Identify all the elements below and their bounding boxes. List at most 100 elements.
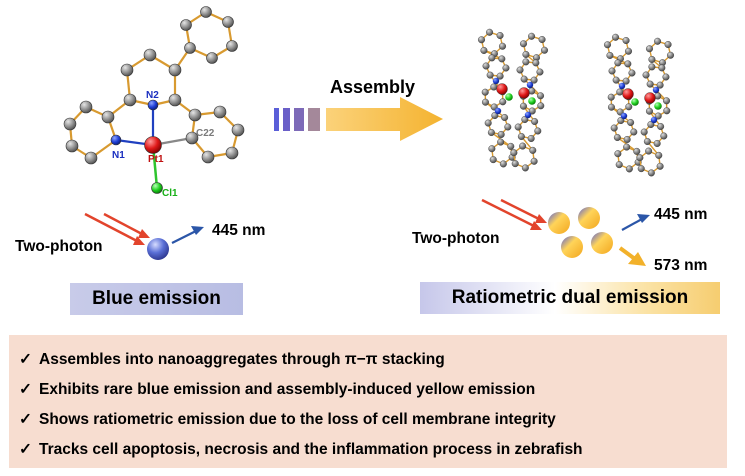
dimer-carbon-atom xyxy=(662,73,670,81)
dimer-carbon-atom xyxy=(624,60,632,68)
stacked-dimer-structures xyxy=(477,28,675,177)
monomer-atoms xyxy=(63,6,245,194)
dimer-carbon-atom xyxy=(528,107,536,115)
feature-item: ✓Assembles into nanoaggregates through π… xyxy=(19,345,727,375)
feature-text: Tracks cell apoptosis, necrosis and the … xyxy=(39,441,583,458)
atom-label-n1: N1 xyxy=(112,150,125,161)
dimer-carbon-atom xyxy=(614,150,622,158)
dimer-carbon-atom xyxy=(488,54,496,62)
dimer-carbon-atom xyxy=(646,80,654,88)
dimer-carbon-atom xyxy=(541,46,549,54)
dimer-carbon-atom xyxy=(521,116,529,124)
dimer-nitrogen-atom xyxy=(652,86,660,94)
dimer-chlorine-atom xyxy=(505,93,513,101)
atom-label-n2: N2 xyxy=(146,90,159,101)
dimer-carbon-atom xyxy=(637,165,645,173)
dimer-carbon-atom xyxy=(499,98,507,106)
dimer-carbon-atom xyxy=(643,137,651,145)
dimer-carbon-atom xyxy=(502,64,510,72)
dimer-carbon-atom xyxy=(482,62,490,70)
dimer-nitrogen-atom xyxy=(618,82,626,90)
dimer-carbon-atom xyxy=(497,130,505,138)
dimer-bond xyxy=(649,83,668,102)
left-emission-label: 445 nm xyxy=(212,222,265,239)
right-excitation-arrows xyxy=(481,198,547,230)
dimer-carbon-atom xyxy=(625,103,633,111)
dimer-carbon-atom xyxy=(537,92,545,100)
dimer-carbon-atom xyxy=(496,32,504,40)
dimer-carbon-atom xyxy=(614,59,622,67)
blue-monomer-particle xyxy=(147,238,169,260)
right-yellow-emission-arrow xyxy=(618,246,646,266)
dimer-nitrogen-atom xyxy=(494,107,502,115)
assembly-label: Assembly xyxy=(330,77,415,97)
nanoaggregate-particles xyxy=(548,207,613,258)
dimer-carbon-atom xyxy=(612,76,620,84)
left-excitation-arrows xyxy=(84,212,150,245)
dimer-carbon-atom xyxy=(658,64,666,72)
dimer-carbon-atom xyxy=(499,42,507,50)
dimer-carbon-atom xyxy=(625,47,633,55)
left-blue-emission-arrow xyxy=(171,226,204,244)
dimer-carbon-atom xyxy=(521,164,529,172)
dimer-carbon-atom xyxy=(497,138,505,146)
dimer-carbon-atom xyxy=(522,50,530,58)
dimer-nitrogen-atom xyxy=(526,81,534,89)
dimer-carbon-atom xyxy=(530,76,538,84)
dimer-carbon-atom xyxy=(628,69,636,77)
dimer-carbon-atom xyxy=(648,63,656,71)
dimer-carbon-atom xyxy=(664,41,672,49)
dimer-carbon-atom xyxy=(636,154,644,162)
dimer-nitrogen-atom xyxy=(620,112,628,120)
dimer-nitrogen-atom xyxy=(650,116,658,124)
dimer-carbon-atom xyxy=(613,133,621,141)
dimer-carbon-atom xyxy=(519,40,527,48)
dimer-platinum-atom xyxy=(496,83,508,95)
dimer-carbon-atom xyxy=(522,58,530,66)
dimer-carbon-atom xyxy=(488,145,496,153)
dimer-carbon-atom xyxy=(507,142,515,150)
dimer-carbon-atom xyxy=(527,134,535,142)
right-two-photon-label: Two-photon xyxy=(412,230,500,247)
feature-text: Assembles into nanoaggregates through π−… xyxy=(39,351,445,368)
atom-label-c22: C22 xyxy=(196,128,215,139)
dimer-nitrogen-atom xyxy=(524,111,532,119)
dimer-nitrogen-atom xyxy=(492,77,500,85)
dimer-carbon-atom xyxy=(529,146,537,154)
dimer-chlorine-atom xyxy=(528,97,536,105)
feature-text: Shows ratiometric emission due to the lo… xyxy=(39,411,556,428)
dimer-carbon-atom xyxy=(653,139,661,147)
assembly-arrow xyxy=(274,97,443,141)
dimer-carbon-atom xyxy=(498,55,506,63)
dimer-carbon-atom xyxy=(663,107,671,115)
dimer-carbon-atom xyxy=(640,128,648,136)
dimer-carbon-atom xyxy=(633,147,641,155)
dimer-carbon-atom xyxy=(538,36,546,44)
check-icon: ✓ xyxy=(19,411,32,428)
dimer-carbon-atom xyxy=(504,123,512,131)
dimer-platinum-atom xyxy=(644,92,656,104)
dimer-carbon-atom xyxy=(655,151,663,159)
dimer-platinum-atom xyxy=(622,88,634,100)
dimer-carbon-atom xyxy=(663,97,671,105)
dimer-carbon-atom xyxy=(657,123,665,131)
dimer-carbon-atom xyxy=(617,117,625,125)
right-blue-emission-label: 445 nm xyxy=(654,206,707,223)
dimer-carbon-atom xyxy=(489,156,497,164)
dimer-carbon-atom xyxy=(607,103,615,111)
dimer-carbon-atom xyxy=(667,51,675,59)
dimer-carbon-atom xyxy=(530,157,538,165)
dimer-carbon-atom xyxy=(606,51,614,59)
dimer-bond xyxy=(523,78,542,97)
dimer-carbon-atom xyxy=(623,143,631,151)
dimer-carbon-atom xyxy=(499,160,507,168)
dimer-carbon-atom xyxy=(484,119,492,127)
dimer-carbon-atom xyxy=(528,32,536,40)
dimer-carbon-atom xyxy=(627,119,635,127)
right-yellow-emission-label: 573 nm xyxy=(654,257,707,274)
atom-label-cl1: Cl1 xyxy=(162,188,178,199)
dimer-carbon-atom xyxy=(654,112,662,120)
dimer-carbon-atom xyxy=(603,41,611,49)
dimer-carbon-atom xyxy=(616,88,624,96)
